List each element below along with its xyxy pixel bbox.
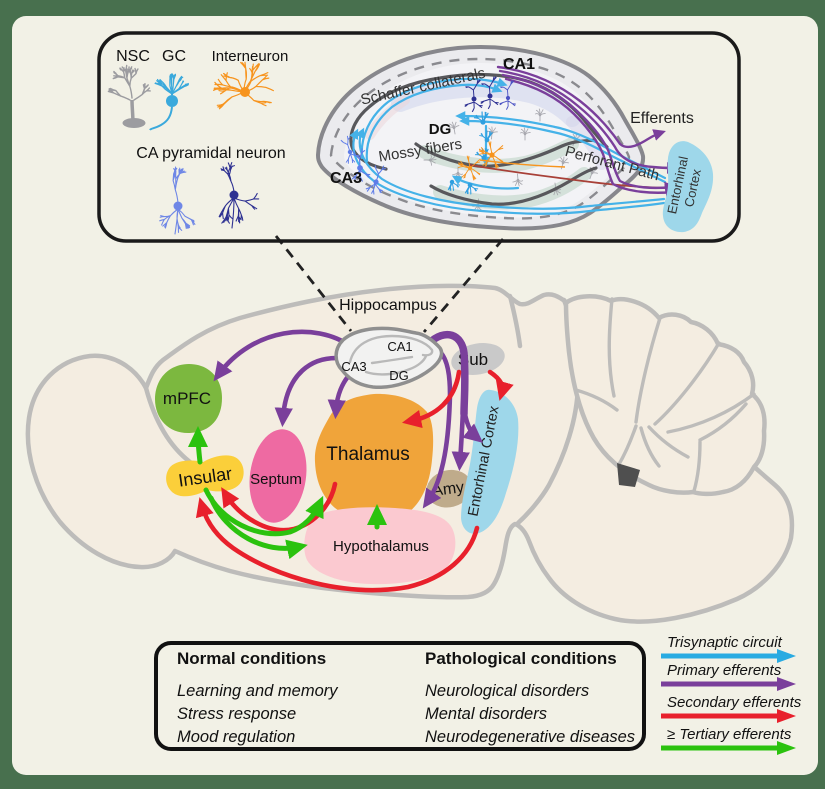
svg-text:Thalamus: Thalamus: [326, 444, 409, 465]
svg-text:CA1: CA1: [387, 339, 412, 354]
svg-text:CA3: CA3: [341, 359, 366, 374]
svg-text:Pathological conditions: Pathological conditions: [425, 649, 617, 668]
svg-text:Efferents: Efferents: [630, 110, 694, 127]
svg-text:≥ Tertiary efferents: ≥ Tertiary efferents: [667, 726, 792, 743]
svg-text:Learning and memory: Learning and memory: [177, 682, 339, 700]
svg-text:Primary efferents: Primary efferents: [667, 662, 782, 679]
svg-text:DG: DG: [429, 121, 452, 138]
svg-text:GC: GC: [162, 48, 186, 65]
svg-text:Trisynaptic circuit: Trisynaptic circuit: [667, 634, 783, 651]
svg-text:DG: DG: [389, 368, 409, 383]
svg-text:Interneuron: Interneuron: [212, 48, 289, 65]
svg-text:Hippocampus: Hippocampus: [339, 297, 437, 314]
svg-text:CA3: CA3: [330, 170, 362, 187]
svg-text:Stress response: Stress response: [177, 705, 296, 723]
svg-text:CA1: CA1: [503, 56, 535, 73]
svg-text:mPFC: mPFC: [163, 389, 211, 408]
svg-text:CA pyramidal neuron: CA pyramidal neuron: [136, 145, 285, 162]
svg-text:Normal conditions: Normal conditions: [177, 649, 326, 668]
svg-text:Mental disorders: Mental disorders: [425, 705, 547, 723]
svg-text:Mood regulation: Mood regulation: [177, 728, 295, 746]
svg-text:Neurological disorders: Neurological disorders: [425, 682, 589, 700]
svg-text:Neurodegenerative diseases: Neurodegenerative diseases: [425, 728, 635, 746]
svg-text:NSC: NSC: [116, 48, 150, 65]
svg-text:Septum: Septum: [250, 471, 302, 488]
svg-text:Hypothalamus: Hypothalamus: [333, 538, 429, 555]
svg-text:Secondary efferents: Secondary efferents: [667, 694, 802, 711]
